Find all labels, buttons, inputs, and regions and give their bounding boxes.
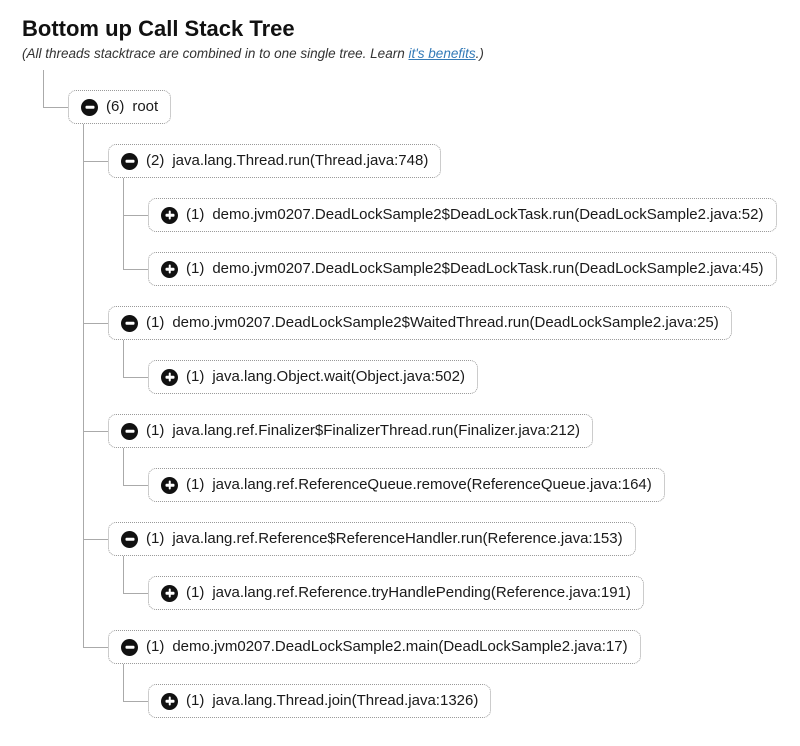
tree-node: (1) java.lang.ref.ReferenceQueue.remove(R… xyxy=(123,448,790,502)
tree-children: (1) java.lang.ref.Reference.tryHandlePend… xyxy=(123,556,790,610)
collapse-minus-circle-icon[interactable] xyxy=(121,422,138,440)
node-label: java.lang.ref.Reference$ReferenceHandler… xyxy=(172,530,623,547)
subtitle-text-prefix: (All threads stacktrace are combined in … xyxy=(22,46,409,61)
collapse-minus-circle-icon[interactable] xyxy=(121,530,138,548)
benefits-link[interactable]: it's benefits xyxy=(408,46,476,61)
node-label: java.lang.Object.wait(Object.java:502) xyxy=(212,368,465,385)
tree-node: (1) demo.jvm0207.DeadLockSample2$WaitedTh… xyxy=(83,286,790,394)
tree-node: (1) java.lang.ref.Finalizer$FinalizerThre… xyxy=(83,394,790,502)
node-count: (1) xyxy=(186,368,205,385)
tree-node: (1) java.lang.Object.wait(Object.java:502… xyxy=(123,340,790,394)
node-count: (1) xyxy=(146,314,165,331)
subtitle-text-suffix: .) xyxy=(475,46,484,61)
node-count: (1) xyxy=(186,476,205,493)
node-label: java.lang.Thread.run(Thread.java:748) xyxy=(172,152,429,169)
tree-node-box[interactable]: (1) demo.jvm0207.DeadLockSample2$DeadLock… xyxy=(148,252,777,286)
tree-node-box[interactable]: (1) java.lang.ref.Finalizer$FinalizerThre… xyxy=(108,414,594,448)
tree-node-box[interactable]: (1) demo.jvm0207.DeadLockSample2$WaitedTh… xyxy=(108,306,732,340)
tree-children: (1) demo.jvm0207.DeadLockSample2$DeadLock… xyxy=(123,178,790,286)
tree-children: (1) java.lang.Object.wait(Object.java:502… xyxy=(123,340,790,394)
node-count: (2) xyxy=(146,152,165,169)
node-label: demo.jvm0207.DeadLockSample2$WaitedThrea… xyxy=(172,314,719,331)
tree-children: (1) java.lang.ref.ReferenceQueue.remove(R… xyxy=(123,448,790,502)
expand-plus-circle-icon[interactable] xyxy=(161,368,178,386)
tree-node-box[interactable]: (2) java.lang.Thread.run(Thread.java:748) xyxy=(108,144,442,178)
tree-node-box[interactable]: (1) java.lang.ref.Reference$ReferenceHand… xyxy=(108,522,636,556)
collapse-minus-circle-icon[interactable] xyxy=(121,152,138,170)
call-stack-tree: (6) root (2) java.lang.Thread.run(Thread.ja… xyxy=(43,70,790,718)
node-label: java.lang.ref.Reference.tryHandlePending… xyxy=(212,584,631,601)
tree-node: (6) root (2) java.lang.Thread.run(Thread.ja… xyxy=(43,70,790,718)
node-count: (1) xyxy=(186,584,205,601)
node-count: (1) xyxy=(146,638,165,655)
node-label: demo.jvm0207.DeadLockSample2$DeadLockTas… xyxy=(212,206,764,223)
node-count: (6) xyxy=(106,98,125,115)
node-count: (1) xyxy=(186,260,205,277)
tree-node: (1) java.lang.ref.Reference$ReferenceHand… xyxy=(83,502,790,610)
node-label: java.lang.Thread.join(Thread.java:1326) xyxy=(212,692,479,709)
node-label: demo.jvm0207.DeadLockSample2.main(DeadLo… xyxy=(172,638,628,655)
tree-node-box[interactable]: (1) java.lang.Object.wait(Object.java:502… xyxy=(148,360,478,394)
page-title: Bottom up Call Stack Tree xyxy=(22,16,295,41)
expand-plus-circle-icon[interactable] xyxy=(161,206,178,224)
tree-node-box[interactable]: (1) java.lang.ref.ReferenceQueue.remove(R… xyxy=(148,468,665,502)
tree-node: (1) java.lang.Thread.join(Thread.java:132… xyxy=(123,664,790,718)
collapse-minus-circle-icon[interactable] xyxy=(121,314,138,332)
node-label: java.lang.ref.Finalizer$FinalizerThread.… xyxy=(172,422,581,439)
node-count: (1) xyxy=(146,422,165,439)
tree-node: (1) demo.jvm0207.DeadLockSample2$DeadLock… xyxy=(123,232,790,286)
expand-plus-circle-icon[interactable] xyxy=(161,476,178,494)
tree-node: (2) java.lang.Thread.run(Thread.java:748)… xyxy=(83,124,790,286)
page-subtitle: (All threads stacktrace are combined in … xyxy=(22,44,790,64)
expand-plus-circle-icon[interactable] xyxy=(161,692,178,710)
tree-node-box[interactable]: (1) demo.jvm0207.DeadLockSample2$DeadLock… xyxy=(148,198,777,232)
tree-node-box[interactable]: (6) root xyxy=(68,90,172,124)
collapse-minus-circle-icon[interactable] xyxy=(81,98,98,116)
tree-children: (2) java.lang.Thread.run(Thread.java:748)… xyxy=(83,124,790,718)
node-count: (1) xyxy=(146,530,165,547)
expand-plus-circle-icon[interactable] xyxy=(161,260,178,278)
expand-plus-circle-icon[interactable] xyxy=(161,584,178,602)
tree-node-box[interactable]: (1) java.lang.ref.Reference.tryHandlePend… xyxy=(148,576,644,610)
node-count: (1) xyxy=(186,692,205,709)
tree-node-box[interactable]: (1) java.lang.Thread.join(Thread.java:132… xyxy=(148,684,492,718)
tree-node-box[interactable]: (1) demo.jvm0207.DeadLockSample2.main(Dea… xyxy=(108,630,641,664)
node-label: demo.jvm0207.DeadLockSample2$DeadLockTas… xyxy=(212,260,764,277)
node-label: java.lang.ref.ReferenceQueue.remove(Refe… xyxy=(212,476,652,493)
tree-node: (1) demo.jvm0207.DeadLockSample2$DeadLock… xyxy=(123,178,790,232)
node-count: (1) xyxy=(186,206,205,223)
collapse-minus-circle-icon[interactable] xyxy=(121,638,138,656)
tree-node: (1) demo.jvm0207.DeadLockSample2.main(Dea… xyxy=(83,610,790,718)
node-label: root xyxy=(132,98,159,115)
tree-node: (1) java.lang.ref.Reference.tryHandlePend… xyxy=(123,556,790,610)
tree-children: (1) java.lang.Thread.join(Thread.java:132… xyxy=(123,664,790,718)
